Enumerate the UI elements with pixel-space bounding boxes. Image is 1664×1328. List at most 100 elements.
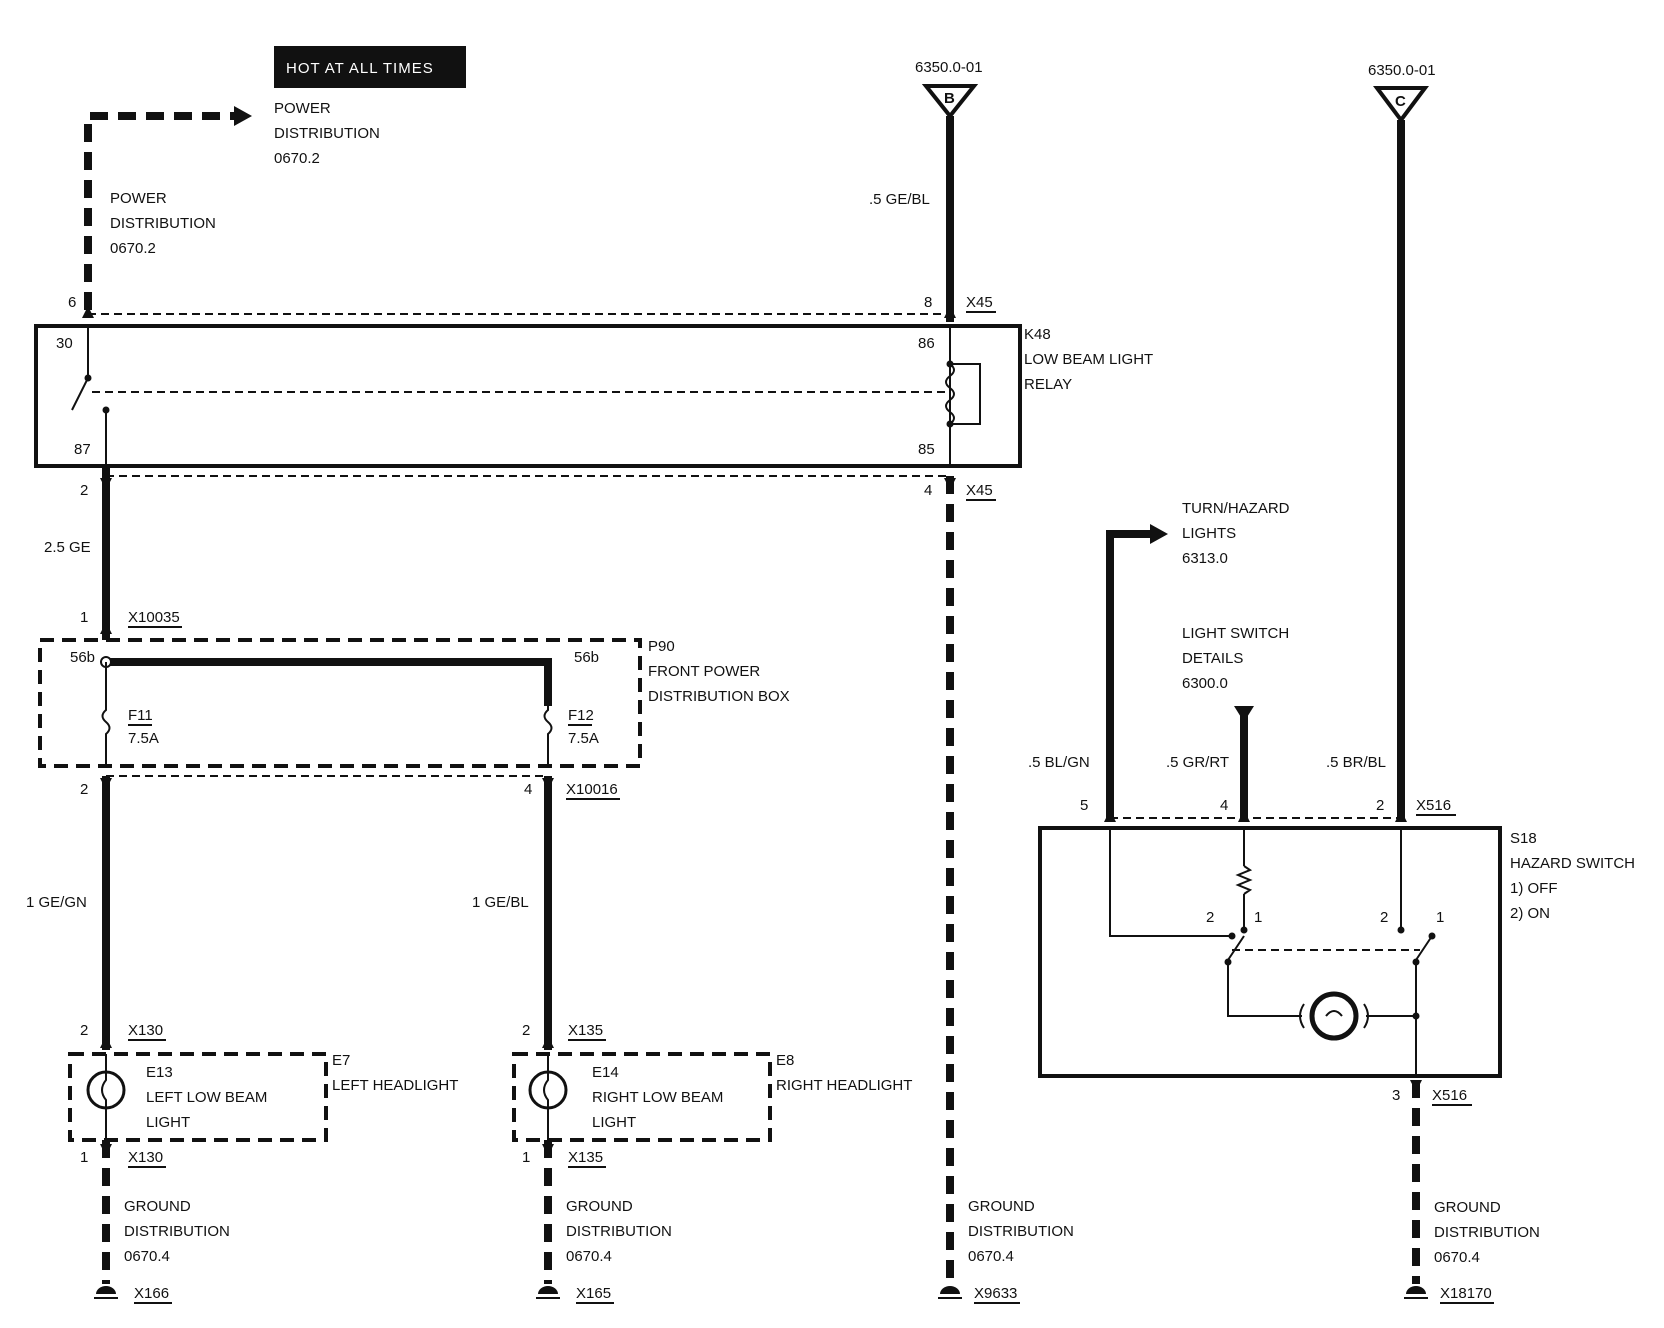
s18-label-3: 1) OFF	[1510, 880, 1558, 897]
s18-lamp-filament	[1325, 1010, 1343, 1017]
s18-switch-2b: 2	[1380, 909, 1388, 926]
s18-lamp-circuit	[1227, 962, 1302, 1017]
pin-56b-left: 56b	[70, 649, 95, 666]
x130-top-label: X130	[128, 1022, 163, 1039]
light-switch-label-3: 6300.0	[1182, 675, 1228, 692]
arrow-x130-top	[100, 1036, 112, 1048]
x166-label: X166	[134, 1285, 169, 1302]
wire-ge-bl-05-label: .5 GE/BL	[869, 191, 930, 208]
hot-at-all-times-label: HOT AT ALL TIMES	[286, 60, 434, 77]
s18-hazard-switch-box	[1038, 826, 1502, 1078]
wire-bl-gn-label: .5 BL/GN	[1028, 754, 1090, 771]
arrow-x516-pin2	[1395, 810, 1407, 822]
wire-br-bl-label: .5 BR/BL	[1326, 754, 1386, 771]
relay-label-1: K48	[1024, 326, 1051, 343]
ref-b-code: 6350.0-01	[915, 59, 983, 76]
pin-56b-right: 56b	[574, 649, 599, 666]
power-distribution-label-5: DISTRIBUTION	[110, 215, 216, 232]
arrow-x516-pin3	[1410, 1080, 1422, 1092]
s18-contact-2a	[1228, 932, 1236, 940]
power-feed-wire	[84, 112, 238, 310]
pin-4b: 4	[524, 781, 532, 798]
ground-dist-2-l3: 0670.4	[566, 1248, 612, 1265]
pin-2a: 2	[80, 482, 88, 499]
arrow-x135-bottom	[542, 1144, 554, 1156]
s18-internal-pin5	[1109, 828, 1232, 937]
e8-right-headlight-box	[512, 1052, 772, 1142]
ground-dist-3-l2: DISTRIBUTION	[968, 1223, 1074, 1240]
s18-switch-2a: 2	[1206, 909, 1214, 926]
ground-dist-4-l1: GROUND	[1434, 1199, 1501, 1216]
e7-code: E7	[332, 1052, 350, 1069]
ref-c-letter: C	[1395, 93, 1406, 110]
pin-8: 8	[924, 294, 932, 311]
s18-switch-blade-b	[1415, 935, 1433, 961]
k48-relay-box	[34, 324, 1022, 468]
ref-b-letter: B	[944, 90, 955, 107]
pin-30: 30	[56, 335, 73, 352]
e13-label-3: LIGHT	[146, 1114, 190, 1131]
e13-bulb-filament	[101, 1054, 107, 1140]
fuse-f11-label: F11	[128, 707, 153, 724]
pin-2b: 2	[80, 781, 88, 798]
turn-hazard-label-3: 6313.0	[1182, 550, 1228, 567]
pin-86: 86	[918, 335, 935, 352]
turn-hazard-label-2: LIGHTS	[1182, 525, 1236, 542]
x130-bottom-label: X130	[128, 1149, 163, 1166]
s18-label-4: 2) ON	[1510, 905, 1550, 922]
pin-85: 85	[918, 441, 935, 458]
s18-contact-2b	[1397, 926, 1405, 934]
ground-dist-1-l3: 0670.4	[124, 1248, 170, 1265]
x516-bottom-label: X516	[1432, 1087, 1467, 1104]
e14-bulb-filament	[543, 1054, 549, 1140]
fuse-f12-rating: 7.5A	[568, 730, 599, 747]
turn-hazard-label-1: TURN/HAZARD	[1182, 500, 1290, 517]
fuse-f12-label: F12	[568, 707, 594, 724]
s18-label-2: HAZARD SWITCH	[1510, 855, 1635, 872]
pin-87: 87	[74, 441, 91, 458]
hot-at-all-times-tag	[274, 46, 466, 88]
x45-top-label: X45	[966, 294, 993, 311]
arrow-x135-top	[542, 1036, 554, 1048]
pin-2c: 2	[1376, 797, 1384, 814]
x135-top-label: X135	[568, 1022, 603, 1039]
arrow-x516-pin5	[1104, 810, 1116, 822]
power-distribution-label-6: 0670.2	[110, 240, 156, 257]
arrow-x10016-left	[100, 778, 112, 790]
power-distribution-label-2: DISTRIBUTION	[274, 125, 380, 142]
pin-4a: 4	[924, 482, 932, 499]
s18-lamp-circuit-right	[1366, 962, 1417, 1017]
arrow-pin4a	[944, 478, 956, 490]
power-distribution-label-1: POWER	[274, 100, 331, 117]
s18-switch-1a: 1	[1254, 909, 1262, 926]
wire-bl-gn	[1106, 530, 1154, 818]
ground-x166-icon	[96, 1286, 116, 1294]
relay-coil-dot-bottom	[946, 420, 954, 428]
arrow-x516-pin4	[1238, 810, 1250, 822]
turn-hazard-connector	[1150, 524, 1168, 544]
arrow-pin6	[82, 306, 94, 318]
wire-ge-bl-1-label: 1 GE/BL	[472, 894, 529, 911]
ground-dist-2-l2: DISTRIBUTION	[566, 1223, 672, 1240]
x516-top-label: X516	[1416, 797, 1451, 814]
arrow-x130-bottom	[100, 1144, 112, 1156]
ground-x9633-icon	[940, 1286, 960, 1294]
e8-name: RIGHT HEADLIGHT	[776, 1077, 912, 1094]
p90-label-2: FRONT POWER	[648, 663, 760, 680]
s18-contact-1a	[1240, 926, 1248, 934]
s18-indicator-lamp-icon	[1309, 991, 1359, 1041]
pin-1a: 1	[80, 609, 88, 626]
ref-c-triangle	[1373, 86, 1429, 124]
relay-coil-dot-top	[946, 360, 954, 368]
relay-label-2: LOW BEAM LIGHT	[1024, 351, 1153, 368]
ground-dist-3-l3: 0670.4	[968, 1248, 1014, 1265]
pin-4c: 4	[1220, 797, 1228, 814]
e14-label-1: E14	[592, 1064, 619, 1081]
x10016-label: X10016	[566, 781, 618, 798]
fuse-f12	[543, 706, 553, 766]
pin-1c: 1	[522, 1149, 530, 1166]
e7-left-headlight-box	[68, 1052, 328, 1142]
fuse-f11-rating: 7.5A	[128, 730, 159, 747]
power-distribution-label-4: POWER	[110, 190, 167, 207]
